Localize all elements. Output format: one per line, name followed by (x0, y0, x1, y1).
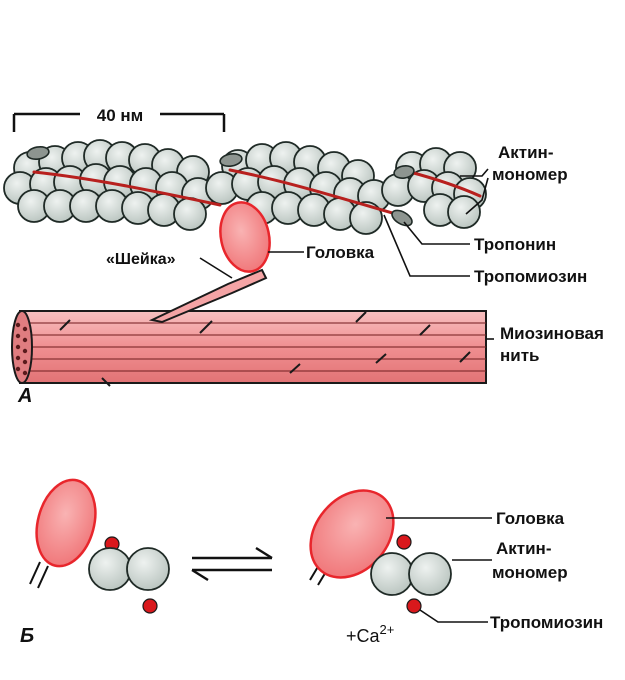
equilibrium-arrows (191, 546, 273, 582)
label-b-actin-line2: мономер (492, 563, 568, 582)
state-attached (309, 489, 452, 614)
tropomyosin-strand-2 (228, 168, 398, 216)
troponin-blob (26, 145, 50, 161)
scale-bar-label: 40 нм (97, 106, 143, 125)
label-b-head: Головка (496, 509, 565, 528)
myosin-head-detached (35, 478, 97, 568)
state-detached (29, 478, 170, 614)
leader-lines-a (199, 168, 494, 340)
troponin-blob (391, 209, 413, 227)
myosin-neck (148, 268, 268, 324)
actin-monomer (408, 552, 452, 596)
actin-filament (3, 139, 487, 235)
actin-monomer (88, 547, 132, 591)
panel-b-letter: Б (20, 625, 34, 647)
actin-monomer (370, 552, 414, 596)
panel-a-letter: А (17, 385, 32, 407)
troponin-blob (393, 165, 415, 179)
label-actin-line1: Актин- (498, 143, 554, 162)
calcium-text: +Ca (346, 626, 381, 646)
panel-a: 40 нм (3, 106, 604, 407)
label-tropomyosin: Тропомиозин (474, 267, 587, 286)
myosin-head (219, 201, 271, 273)
label-b-tropomyosin: Тропомиозин (490, 613, 603, 632)
calcium-label: +Ca2+ (346, 622, 394, 646)
tropomyosin-strand-1 (32, 170, 222, 207)
label-neck: «Шейка» (106, 251, 176, 268)
scale-bar: 40 нм (12, 106, 226, 132)
calcium-superscript: 2+ (380, 622, 395, 637)
label-troponin: Тропонин (474, 235, 556, 254)
tropomyosin-dot (142, 598, 158, 614)
tropomyosin-dot (406, 598, 422, 614)
label-myosin-line1: Миозиновая (500, 324, 604, 343)
troponin-blob (219, 152, 243, 168)
myosin-filament (11, 310, 487, 387)
actin-monomer (126, 547, 170, 591)
label-myosin-line2: нить (500, 346, 540, 365)
label-head: Головка (306, 243, 375, 262)
neck-stub (37, 565, 49, 589)
label-b-actin-line1: Актин- (496, 539, 552, 558)
tropomyosin-strand-3 (408, 170, 482, 198)
neck-stub (29, 561, 41, 585)
tropomyosin-dot (396, 534, 412, 550)
label-actin-line2: мономер (492, 165, 568, 184)
leader-lines-b (386, 517, 492, 623)
panel-b: Головка Актин- мономер Тропомиозин Б +Ca… (20, 478, 603, 647)
